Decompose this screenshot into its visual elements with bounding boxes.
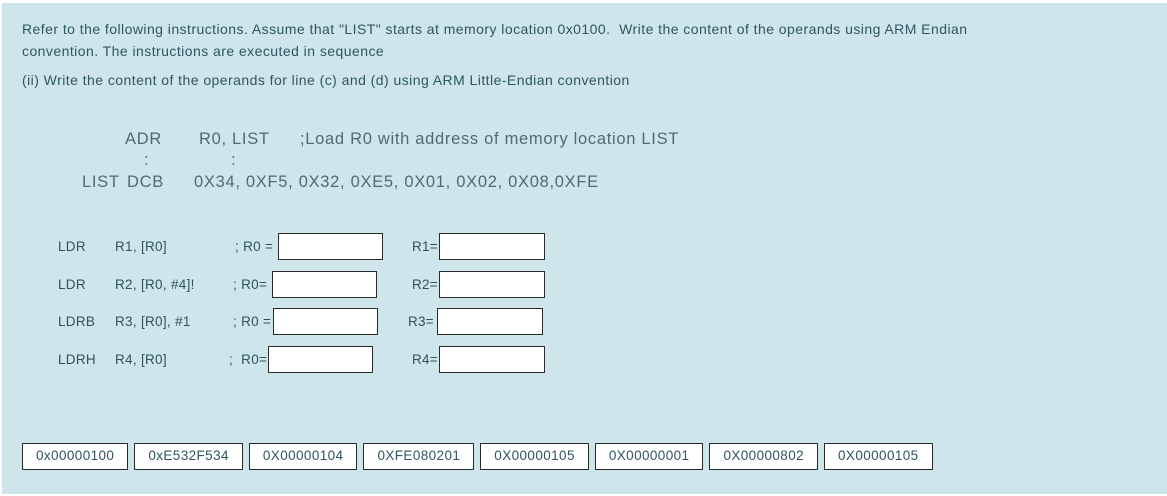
r3-value-input[interactable] <box>437 308 543 335</box>
mnemonic: LDRH <box>58 352 96 367</box>
r1-value-input[interactable] <box>439 233 545 260</box>
code-adr-comment: ;Load R0 with address of memory location… <box>300 130 680 148</box>
r0-value-input-b[interactable] <box>272 271 377 298</box>
r4-value-input[interactable] <box>439 346 545 373</box>
question-subpart-text: (ii) Write the content of the operands f… <box>22 72 630 88</box>
answer-chip[interactable]: 0x00000100 <box>22 443 129 470</box>
code-adr-operands: R0, LIST <box>199 130 270 148</box>
question-text-line-1: Refer to the following instructions. Ass… <box>22 21 968 37</box>
comment-label: ; R0= <box>229 352 268 367</box>
code-dcb-label: LIST <box>82 173 120 191</box>
answer-chip[interactable]: 0X00000001 <box>594 443 704 470</box>
comment-label: ; R0= <box>233 277 268 292</box>
answer-chip[interactable]: 0xE532F534 <box>134 443 243 470</box>
register-label: R4= <box>411 352 438 367</box>
exercise-panel <box>2 3 1167 494</box>
r0-value-input-c[interactable] <box>273 308 378 335</box>
mnemonic: LDRB <box>58 314 96 329</box>
comment-label: ; R0 = <box>233 314 272 329</box>
r0-value-input-a[interactable] <box>278 233 383 260</box>
register-label: R2= <box>411 277 438 292</box>
operands: R1, [R0] <box>115 239 167 254</box>
comment-label: ; R0 = <box>235 239 274 254</box>
operands: R2, [R0, #4]! <box>115 277 195 292</box>
instruction-row-c: LDRB R3, [R0], #1 ; R0 = R3= <box>0 308 760 335</box>
register-label: R3= <box>407 314 434 329</box>
instruction-row-d: LDRH R4, [R0] ; R0= R4= <box>0 346 760 373</box>
answer-chip[interactable]: 0X00000105 <box>824 443 933 470</box>
mnemonic: LDR <box>58 277 86 292</box>
operands: R4, [R0] <box>115 352 167 367</box>
instruction-row-a: LDR R1, [R0] ; R0 = R1= <box>0 233 760 260</box>
answer-chip[interactable]: 0X00000104 <box>248 443 358 470</box>
code-dcb-directive: DCB <box>127 173 164 191</box>
instruction-row-b: LDR R2, [R0, #4]! ; R0= R2= <box>0 271 760 298</box>
r2-value-input[interactable] <box>439 271 545 298</box>
code-dcb-values: 0X34, 0XF5, 0X32, 0XE5, 0X01, 0X02, 0X08… <box>194 173 599 191</box>
answer-chip[interactable]: 0X00000802 <box>709 443 819 470</box>
question-text-line-2: convention. The instructions are execute… <box>22 43 385 59</box>
operands: R3, [R0], #1 <box>115 314 191 329</box>
code-ellipsis-colon-1: : <box>144 151 150 169</box>
code-ellipsis-colon-2: : <box>231 151 237 169</box>
answer-chip-bank: 0x00000100 0xE532F534 0X00000104 0XFE080… <box>22 443 933 470</box>
register-label: R1= <box>411 239 438 254</box>
code-adr-mnemonic: ADR <box>125 130 162 148</box>
answer-chip[interactable]: 0XFE080201 <box>363 443 475 470</box>
answer-chip[interactable]: 0X00000105 <box>480 443 589 470</box>
mnemonic: LDR <box>58 239 86 254</box>
r0-value-input-d[interactable] <box>268 346 373 373</box>
